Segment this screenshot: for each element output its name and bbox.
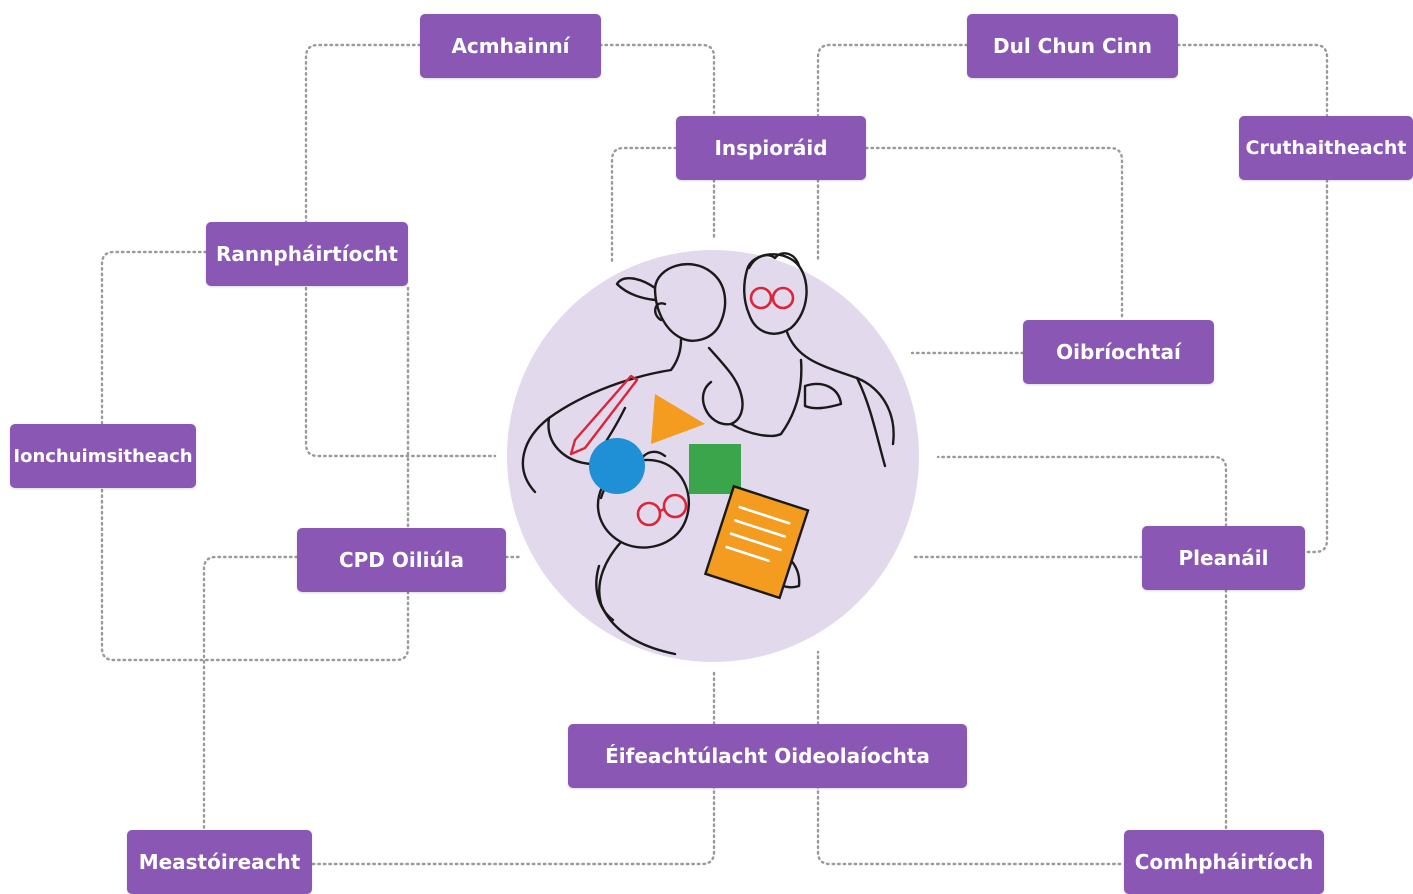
node-rannphairtiocht: Rannpháirtíocht xyxy=(206,222,408,286)
node-comhphairtioch-label: Comhpháirtíoch xyxy=(1134,850,1314,874)
connector-pleanail-up xyxy=(936,455,1228,528)
node-oibriochtai-label: Oibríochtaí xyxy=(1056,340,1181,364)
woman-ponytail xyxy=(615,277,657,302)
node-inspioraid-label: Inspioráid xyxy=(714,136,828,160)
man-hair xyxy=(747,252,801,270)
node-cruthaitheacht: Cruthaitheacht xyxy=(1239,116,1413,180)
man-arm xyxy=(855,376,887,468)
connector-cpd-left xyxy=(202,555,299,832)
node-ionchuimsitheach: Ionchuimsitheach xyxy=(10,424,196,488)
blue-circle xyxy=(589,438,645,494)
connector-dul-right xyxy=(1176,43,1329,118)
node-pleanail: Pleanáil xyxy=(1142,526,1305,590)
pointing-arm xyxy=(729,358,803,438)
node-ionchuimsitheach-label: Ionchuimsitheach xyxy=(13,445,193,467)
woman-body xyxy=(521,338,683,494)
node-acmhainni-label: Acmhainní xyxy=(451,34,570,58)
connector-cruthaitheacht-pleanail xyxy=(1303,178,1329,554)
red-pencil xyxy=(569,374,639,456)
man-hand xyxy=(803,382,843,410)
connector-acmhainni-left xyxy=(304,43,422,224)
connector-inspioraid-left xyxy=(610,146,678,264)
connector-inspioraid-right xyxy=(864,146,1124,322)
node-eifeachtulacht: Éifeachtúlacht Oideolaíochta xyxy=(568,724,967,788)
node-pleanail-label: Pleanáil xyxy=(1178,546,1269,570)
node-oibriochtai: Oibríochtaí xyxy=(1023,320,1214,384)
node-rannphairtiocht-label: Rannpháirtíocht xyxy=(216,242,398,266)
node-eifeachtulacht-label: Éifeachtúlacht Oideolaíochta xyxy=(605,744,930,768)
red-glasses-front-bridge xyxy=(659,507,665,513)
node-meastoireacht-label: Meastóireacht xyxy=(138,850,301,874)
woman-ear xyxy=(654,302,667,322)
connector-acmhainni-right xyxy=(598,43,716,118)
node-cpd-oiliula-label: CPD Oiliúla xyxy=(338,548,465,572)
connector-ionchuimsitheach-loop xyxy=(100,488,410,662)
node-cruthaitheacht-label: Cruthaitheacht xyxy=(1245,137,1407,159)
front-person-back xyxy=(595,564,615,622)
node-meastoireacht: Meastóireacht xyxy=(127,830,312,894)
red-glasses-front-right xyxy=(662,493,688,519)
connector-eif-down-left xyxy=(310,784,716,866)
connector-rann-left xyxy=(100,250,208,426)
node-cpd-oiliula: CPD Oiliúla xyxy=(297,528,506,592)
connector-eif-down-right xyxy=(816,784,1126,866)
red-glasses-front-left xyxy=(636,501,662,527)
orange-triangle xyxy=(651,394,705,444)
connector-rann-down xyxy=(304,286,497,458)
node-acmhainni: Acmhainní xyxy=(420,14,601,78)
node-comhphairtioch: Comhpháirtíoch xyxy=(1124,830,1324,894)
node-dul-chun-cinn-label: Dul Chun Cinn xyxy=(992,34,1153,58)
node-dul-chun-cinn: Dul Chun Cinn xyxy=(967,14,1178,78)
connector-dul-left xyxy=(816,43,969,118)
node-inspioraid: Inspioráid xyxy=(676,116,866,180)
woman-head xyxy=(653,263,727,342)
green-square xyxy=(689,444,741,494)
people-collaborating-illustration xyxy=(507,250,919,662)
